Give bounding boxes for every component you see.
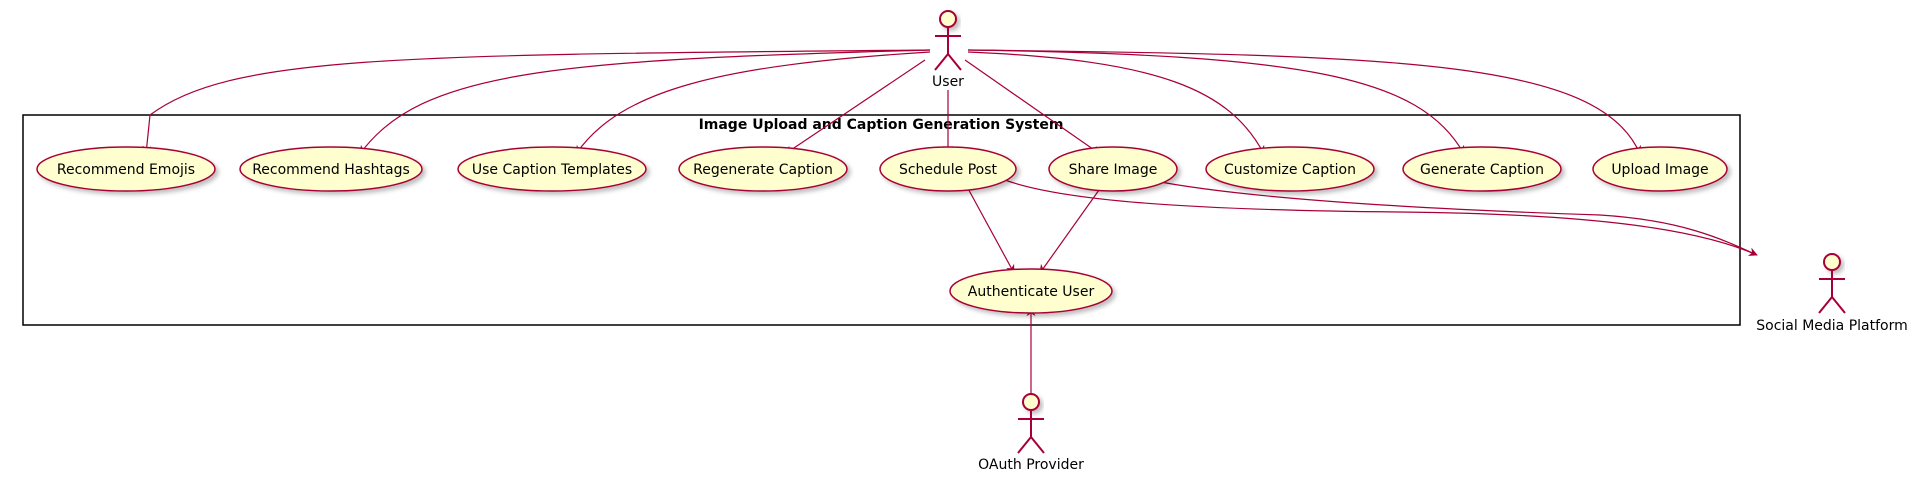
edge-user-use-caption-templates [575,51,931,155]
system-title: Image Upload and Caption Generation Syst… [699,117,1064,133]
actor-body [934,27,962,71]
edge-user-generate-caption [967,49,1465,155]
actor-social-media-platform[interactable]: Social Media Platform [1756,253,1908,334]
edge-user-regenerate-caption [784,59,926,155]
use-case-ellipse [36,146,216,192]
edge-schedule-post-authenticate [964,182,1015,274]
use-case-use-caption-templates[interactable]: Use Caption Templates [457,146,647,192]
use-case-label: Recommend Emojis [57,162,195,178]
actor-user[interactable]: User [932,10,964,90]
use-case-label: Regenerate Caption [693,162,833,178]
use-case-ellipse [1048,146,1178,192]
use-case-label: Customize Caption [1224,162,1356,178]
use-case-label: Recommend Hashtags [252,162,410,178]
use-case-ellipse [879,146,1017,192]
actor-head [1022,393,1040,411]
edge-user-share-image [964,59,1101,155]
use-case-label: Generate Caption [1420,162,1544,178]
use-case-upload-image[interactable]: Upload Image [1592,146,1728,192]
use-case-label: Authenticate User [968,284,1095,300]
actor-label-social-media-platform: Social Media Platform [1756,318,1908,334]
associations [142,49,1758,398]
use-case-ellipse [949,268,1113,314]
system-boundary: Image Upload and Caption Generation Syst… [22,114,1741,326]
use-case-ellipse [678,146,848,192]
actor-oauth-provider[interactable]: OAuth Provider [978,393,1084,473]
actor-body [1017,410,1045,454]
use-case-regenerate-caption[interactable]: Regenerate Caption [678,146,848,192]
edge-share-image-social-media [1149,179,1758,256]
use-case-recommend-hashtags[interactable]: Recommend Hashtags [239,146,423,192]
actor-head [1823,253,1841,271]
actor-head [939,10,957,28]
use-case-ellipse [457,146,647,192]
edge-schedule-post-social-media [1004,179,1758,256]
system-boundary-rect [22,114,1741,326]
edge-share-image-authenticate [1039,182,1105,274]
actor-label-oauth-provider: OAuth Provider [978,457,1084,473]
edge-user-recommend-hashtags [359,49,931,155]
use-case-customize-caption[interactable]: Customize Caption [1205,146,1375,192]
use-case-ellipse [239,146,423,192]
edge-user-customize-caption [967,51,1265,155]
use-case-generate-caption[interactable]: Generate Caption [1402,146,1562,192]
actor-label-user: User [932,74,964,90]
use-case-ellipse [1402,146,1562,192]
use-case-label: Share Image [1069,162,1158,178]
use-case-label: Upload Image [1611,162,1708,178]
use-case-recommend-emojis[interactable]: Recommend Emojis [36,146,216,192]
use-case-label: Schedule Post [899,162,998,178]
actor-body [1818,270,1846,314]
edge-user-recommend-emojis [142,49,931,155]
use-case-ellipse [1205,146,1375,192]
use-case-share-image[interactable]: Share Image [1048,146,1178,192]
use-case-ellipse [1592,146,1728,192]
use-case-authenticate-user[interactable]: Authenticate User [949,268,1113,314]
use-case-label: Use Caption Templates [472,162,632,178]
use-case-schedule-post[interactable]: Schedule Post [879,146,1017,192]
edge-user-upload-image [967,49,1641,155]
